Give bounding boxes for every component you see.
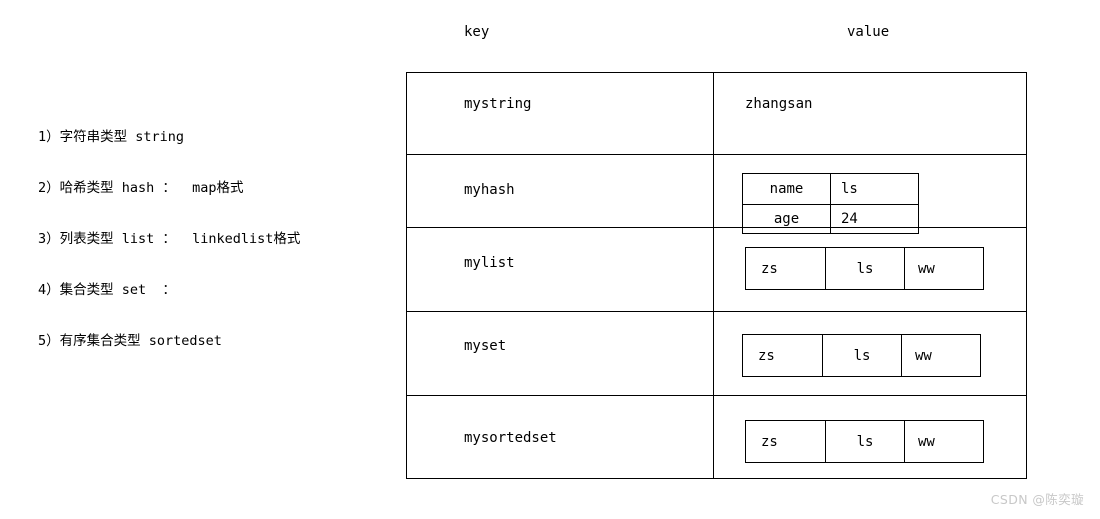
nested-table-row: zs ls ww: [743, 335, 980, 376]
key-cell: mystring: [407, 73, 714, 154]
list-item: ww: [903, 248, 983, 289]
value-cell: name ls age 24: [714, 155, 1026, 234]
key-label: mylist: [464, 255, 515, 271]
table-row: mylist zs ls ww: [407, 228, 1026, 312]
set-item: ls: [822, 335, 901, 376]
legend-line-5: 5）有序集合类型 sortedset: [38, 333, 222, 349]
table-row: myset zs ls ww: [407, 312, 1026, 396]
sortedset-item: ww: [903, 421, 983, 462]
legend-line-3: 3）列表类型 list ： linkedlist格式: [38, 231, 301, 247]
table-row: myhash name ls age 24: [407, 155, 1026, 234]
table-row: mysortedset zs ls ww: [407, 396, 1026, 479]
type-list-legend: 1）字符串类型 string 2）哈希类型 hash ： map格式 3）列表类…: [38, 95, 300, 367]
set-item: zs: [758, 347, 775, 364]
sortedset-item: ls: [825, 421, 904, 462]
column-header-key: key: [464, 24, 490, 40]
sortedset-item: zs: [761, 433, 778, 450]
value-text: zhangsan: [745, 96, 813, 112]
nested-table-row: age 24: [743, 203, 918, 233]
value-cell: zs ls ww: [714, 312, 1026, 395]
nested-table-row: name ls: [743, 174, 918, 204]
nested-set-table: zs ls ww: [742, 334, 981, 377]
nested-sortedset-table: zs ls ww: [745, 420, 984, 463]
nested-table-row: zs ls ww: [746, 421, 983, 462]
nested-hash-table: name ls age 24: [742, 173, 919, 234]
hash-value-name: ls: [830, 174, 918, 204]
legend-line-2: 2）哈希类型 hash ： map格式: [38, 180, 244, 196]
list-item: zs: [761, 260, 778, 277]
set-item: ww: [900, 335, 980, 376]
redis-types-table: mystring zhangsan myhash name ls age 24: [406, 72, 1027, 479]
key-cell: mysortedset: [407, 396, 714, 479]
key-cell: myset: [407, 312, 714, 395]
list-item: ls: [825, 248, 904, 289]
value-cell: zs ls ww: [714, 396, 1026, 479]
hash-field-age: age: [773, 210, 800, 227]
key-cell: mylist: [407, 228, 714, 311]
value-cell: zhangsan: [714, 73, 1026, 154]
legend-line-1: 1）字符串类型 string: [38, 129, 185, 145]
value-cell: zs ls ww: [714, 228, 1026, 311]
csdn-watermark: CSDN @陈奕璇: [990, 492, 1084, 507]
legend-line-4: 4）集合类型 set ：: [38, 282, 176, 298]
column-header-value: value: [847, 24, 890, 40]
key-label: mystring: [464, 96, 532, 112]
hash-value-age: 24: [830, 204, 918, 233]
nested-table-row: zs ls ww: [746, 248, 983, 289]
table-row: mystring zhangsan: [407, 73, 1026, 155]
key-label: myhash: [464, 182, 515, 198]
hash-field-name: name: [769, 180, 804, 197]
nested-list-table: zs ls ww: [745, 247, 984, 290]
key-label: myset: [464, 338, 507, 354]
key-label: mysortedset: [464, 430, 557, 446]
key-cell: myhash: [407, 155, 714, 227]
